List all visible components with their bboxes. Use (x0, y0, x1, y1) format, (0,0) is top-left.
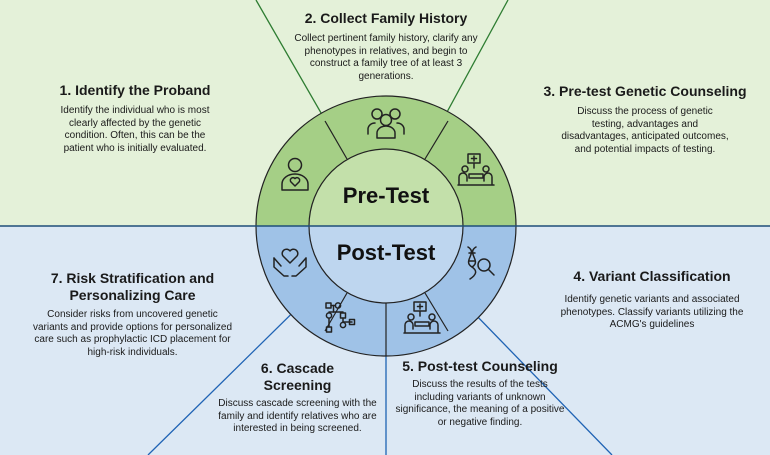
ring-segment-line (324, 120, 348, 160)
post-test-center (309, 226, 463, 303)
step-description: Consider risks from uncovered genetic va… (33, 309, 233, 358)
step-description: Identify the individual who is most clea… (60, 105, 210, 154)
pre-test-center (309, 149, 463, 226)
step-6-cascade-screening: 6. Cascade Screening Discuss cascade scr… (215, 360, 380, 436)
step-title: 6. Cascade Screening (260, 360, 335, 393)
step-title: 7. Risk Stratification and Personalizing… (50, 270, 215, 303)
ring-segment-line (424, 292, 449, 332)
patient-heart-icon (281, 157, 309, 191)
step-3-pretest-counseling: 3. Pre-test Genetic Counseling Discuss t… (530, 83, 760, 156)
counseling-session-icon (457, 153, 495, 186)
pedigree-tree-icon (325, 302, 356, 333)
step-5-posttest-counseling: 5. Post-test Counseling Discuss the resu… (395, 358, 565, 429)
hands-heart-icon (273, 248, 307, 277)
step-7-risk-stratification: 7. Risk Stratification and Personalizing… (25, 270, 240, 359)
step-title: 3. Pre-test Genetic Counseling (543, 83, 747, 99)
step-title: 2. Collect Family History (304, 10, 468, 26)
step-title: 1. Identify the Proband (59, 82, 211, 98)
step-description: Discuss the process of genetic testing, … (561, 106, 729, 155)
step-1-identify-proband: 1. Identify the Proband Identify the ind… (40, 82, 230, 155)
step-description: Identify genetic variants and associated… (560, 294, 744, 330)
pre-test-label: Pre-Test (342, 183, 430, 208)
ring-segment-line (424, 120, 449, 160)
post-test-label: Post-Test (336, 240, 436, 265)
family-group-icon (367, 108, 405, 139)
step-title: 5. Post-test Counseling (402, 358, 558, 374)
step-4-variant-classification: 4. Variant Classification Identify genet… (550, 268, 754, 332)
dna-magnifier-icon (467, 246, 495, 280)
step-description: Discuss the results of the tests includi… (395, 379, 565, 428)
step-description: Discuss cascade screening with the famil… (218, 398, 377, 434)
step-description: Collect pertinent family history, clarif… (294, 33, 478, 82)
step-title: 4. Variant Classification (573, 268, 731, 284)
counseling-session-icon (403, 301, 441, 334)
step-2-collect-family-history: 2. Collect Family History Collect pertin… (290, 10, 482, 83)
